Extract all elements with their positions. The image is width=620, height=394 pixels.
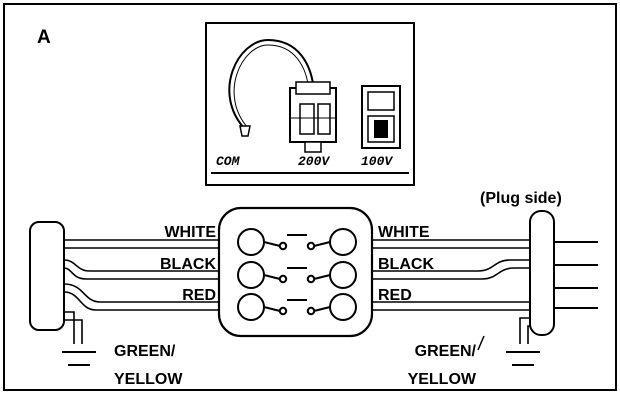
right-wire-label-red: RED — [378, 287, 412, 304]
left-ground-label-line2: YELLOW — [114, 371, 183, 388]
switch-internals — [237, 228, 357, 321]
left-ground-label-line1: GREEN/ — [114, 343, 176, 360]
panel-label: A — [37, 27, 51, 48]
left-ground-icon — [62, 351, 96, 366]
connector-inset: COM 200V 100V — [205, 22, 415, 186]
terminal-label-200v: 200V — [298, 154, 330, 169]
right-wire-label-white: WHITE — [378, 224, 430, 241]
right-ground-icon — [506, 351, 540, 366]
right-wire-bundle — [372, 239, 536, 344]
right-plug — [529, 210, 555, 336]
terminal-label-com: COM — [216, 154, 241, 169]
connector-200v-icon — [289, 81, 337, 153]
right-ground-label-line2: YELLOW — [408, 371, 477, 388]
com-wire-tip — [239, 125, 251, 137]
left-wire-bundle — [63, 239, 232, 344]
terminal-label-100v: 100V — [361, 154, 393, 169]
left-wire-label-red: RED — [182, 287, 216, 304]
com-wire — [228, 38, 315, 129]
right-wire-label-black: BLACK — [378, 256, 434, 273]
right-ground-leader — [477, 335, 485, 351]
left-plug — [29, 221, 65, 331]
plug-prongs — [554, 241, 598, 309]
figure-frame — [3, 3, 617, 391]
right-ground-label-line1: GREEN/ — [415, 343, 477, 360]
left-wire-label-white: WHITE — [164, 224, 216, 241]
com-wire-inner — [233, 44, 310, 129]
plug-side-label: (Plug side) — [480, 190, 562, 207]
connector-100v-icon — [361, 85, 401, 149]
left-wire-label-black: BLACK — [160, 256, 216, 273]
